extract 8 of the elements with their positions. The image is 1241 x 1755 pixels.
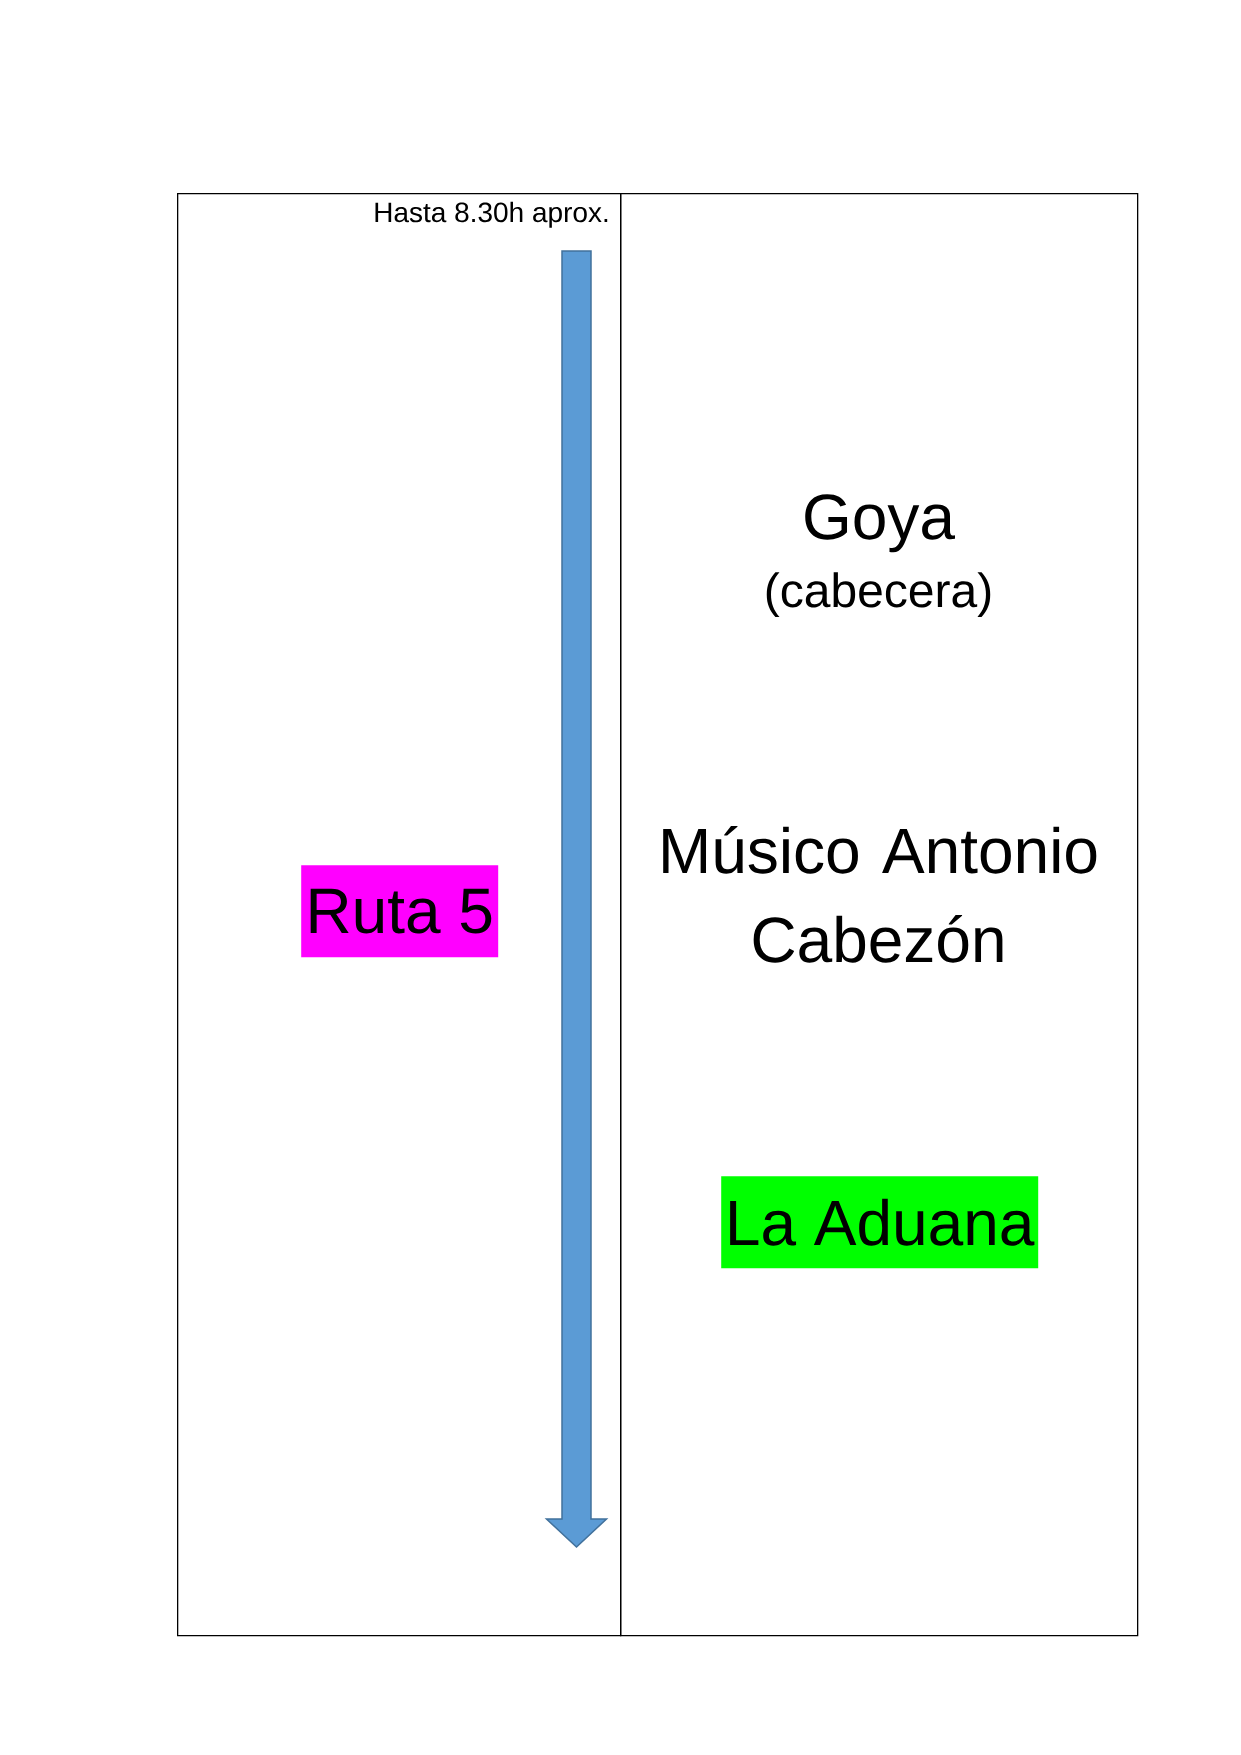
stop-name: Goya xyxy=(805,494,955,553)
stop-name: Músico Antonio Cabezón xyxy=(663,825,1097,963)
highlighted-label: Ruta 5 xyxy=(301,865,499,958)
stop-note: (cabecera) xyxy=(766,572,991,617)
highlighted-label: La Aduana xyxy=(721,1176,1039,1269)
time-note: Hasta 8.30h aprox. xyxy=(375,201,608,228)
table-cell xyxy=(177,193,622,1637)
table-cell xyxy=(620,193,1139,1637)
